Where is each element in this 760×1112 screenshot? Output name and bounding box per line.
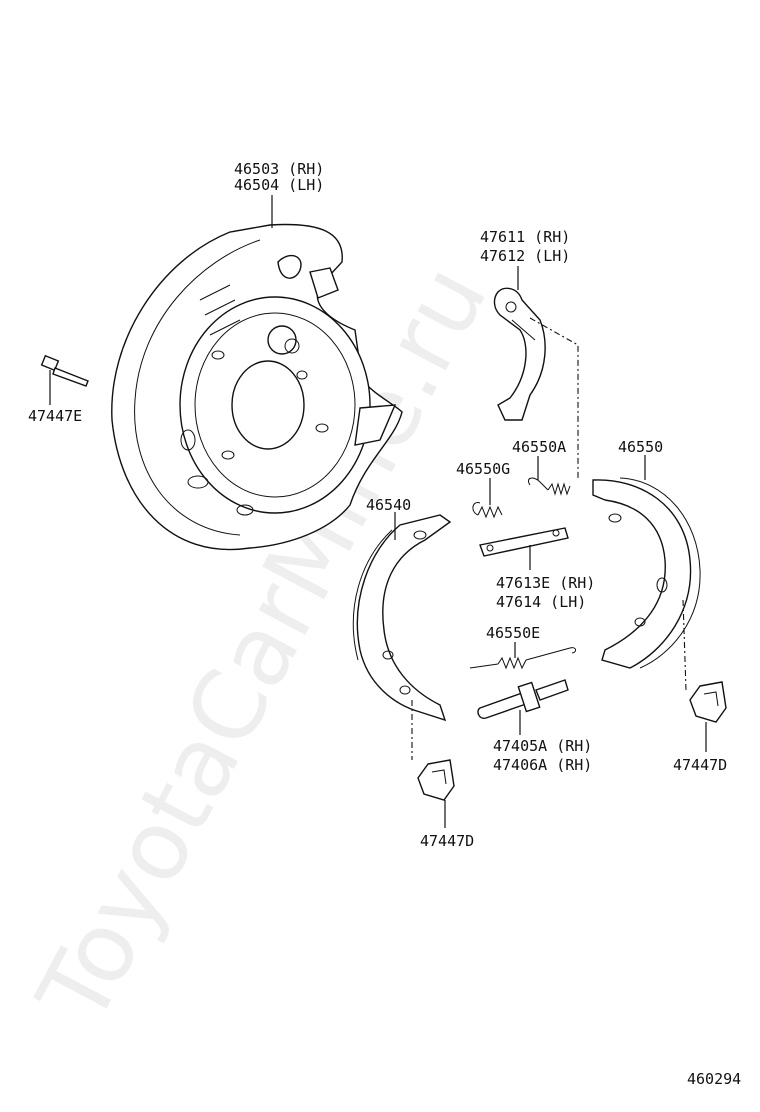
adjuster-part [477,679,569,719]
right-clip-part [689,681,727,723]
parking-lever-part [493,287,546,421]
backing-plate-label-rh: 46503 (RH) [234,160,324,178]
strut-label-lh: 47614 (LH) [496,593,586,611]
lever-label-rh: 47611 (RH) [480,228,570,246]
backing-plate-label-lh: 46504 (LH) [234,176,324,194]
spring-a-part [527,477,571,496]
spring-g-label: 46550G [456,460,510,478]
right-clip-label: 47447D [673,756,727,774]
left-shoe-label: 46540 [366,496,411,514]
spring-g-part [472,502,503,519]
right-shoe-dash-link [682,599,687,691]
strut-label-rh: 47613E (RH) [496,574,595,592]
bolt-part [40,354,89,387]
lever-label-lh: 47612 (LH) [480,247,570,265]
spring-e-label: 46550E [486,624,540,642]
adjuster-label-rh: 47405A (RH) [493,737,592,755]
left-clip-part [417,759,455,801]
strut-part [479,527,569,557]
spring-e-part [469,647,577,670]
right-shoe-part [592,477,701,669]
diagram-number: 460294 [687,1070,741,1088]
bolt-label: 47447E [28,407,82,425]
adjuster-label-lh: 47406A (RH) [493,756,592,774]
right-shoe-label: 46550 [618,438,663,456]
backing-plate-part [111,223,403,551]
spring-a-label: 46550A [512,438,566,456]
left-clip-label: 47447D [420,832,474,850]
left-shoe-part [352,514,452,722]
